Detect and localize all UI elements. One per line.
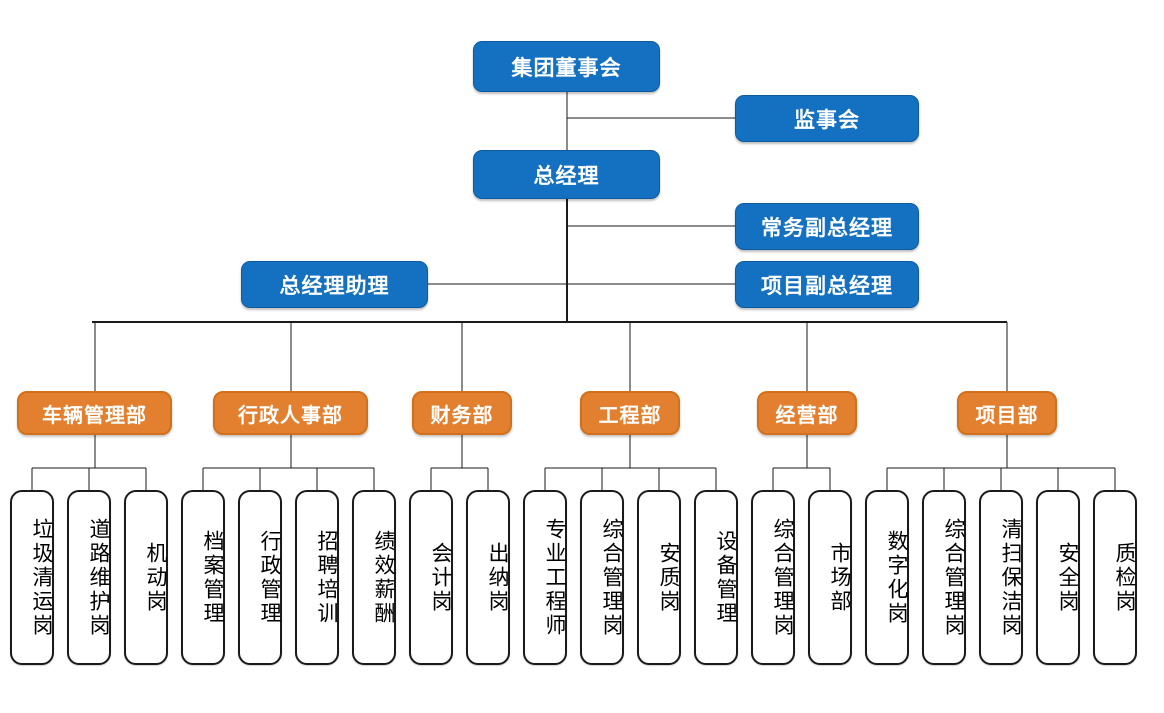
- node-position[interactable]: 综合管理岗: [922, 490, 966, 665]
- node-label: 安全岗: [1056, 541, 1079, 614]
- node-label: 工程部: [598, 404, 662, 427]
- node-label: 绩效薪酬: [372, 529, 395, 626]
- node-label: 设备管理: [714, 529, 737, 626]
- node-label: 质检岗: [1113, 541, 1136, 614]
- node-position[interactable]: 绩效薪酬: [352, 490, 396, 665]
- node-position[interactable]: 安质岗: [637, 490, 681, 665]
- node-position[interactable]: 机动岗: [124, 490, 168, 665]
- node-label: 安质岗: [657, 541, 680, 614]
- node-position[interactable]: 档案管理: [181, 490, 225, 665]
- node-label: 数字化岗: [885, 529, 908, 626]
- node-position[interactable]: 市场部: [808, 490, 852, 665]
- node-supervisory-board[interactable]: 监事会: [735, 95, 919, 142]
- node-label: 行政管理: [258, 529, 281, 626]
- node-department-admin-hr[interactable]: 行政人事部: [213, 391, 368, 435]
- node-board-of-directors[interactable]: 集团董事会: [473, 41, 660, 92]
- node-position[interactable]: 招聘培训: [295, 490, 339, 665]
- node-general-manager[interactable]: 总经理: [473, 150, 660, 199]
- node-label: 市场部: [828, 541, 851, 614]
- node-label: 综合管理岗: [600, 517, 623, 638]
- node-department-vehicle[interactable]: 车辆管理部: [17, 391, 172, 435]
- node-label: 车辆管理部: [42, 404, 147, 427]
- node-position[interactable]: 行政管理: [238, 490, 282, 665]
- node-position[interactable]: 会计岗: [409, 490, 453, 665]
- node-label: 总经理: [533, 164, 600, 188]
- node-executive-vice-general-manager[interactable]: 常务副总经理: [735, 203, 919, 250]
- node-position[interactable]: 垃圾清运岗: [10, 490, 54, 665]
- node-position[interactable]: 综合管理岗: [751, 490, 795, 665]
- node-label: 监事会: [794, 108, 860, 132]
- node-position[interactable]: 专业工程师: [523, 490, 567, 665]
- node-label: 财务部: [430, 404, 494, 427]
- node-position[interactable]: 质检岗: [1093, 490, 1137, 665]
- node-label: 出纳岗: [486, 541, 509, 614]
- node-label: 垃圾清运岗: [30, 517, 53, 638]
- node-position[interactable]: 清扫保洁岗: [979, 490, 1023, 665]
- node-label: 经营部: [775, 404, 839, 427]
- node-label: 项目副总经理: [761, 274, 893, 298]
- node-position[interactable]: 出纳岗: [466, 490, 510, 665]
- node-label: 档案管理: [201, 529, 224, 626]
- node-position[interactable]: 道路维护岗: [67, 490, 111, 665]
- node-project-vice-general-manager[interactable]: 项目副总经理: [735, 261, 919, 308]
- node-label: 项目部: [975, 404, 1039, 427]
- node-position[interactable]: 设备管理: [694, 490, 738, 665]
- node-label: 行政人事部: [238, 404, 343, 427]
- node-department-project[interactable]: 项目部: [957, 391, 1057, 435]
- node-position[interactable]: 数字化岗: [865, 490, 909, 665]
- node-label: 机动岗: [144, 541, 167, 614]
- node-department-engineering[interactable]: 工程部: [580, 391, 680, 435]
- node-label: 总经理助理: [279, 274, 390, 298]
- node-label: 集团董事会: [511, 56, 622, 80]
- node-general-manager-assistant[interactable]: 总经理助理: [241, 261, 428, 308]
- node-label: 道路维护岗: [87, 517, 110, 638]
- node-department-operations[interactable]: 经营部: [757, 391, 857, 435]
- node-department-finance[interactable]: 财务部: [412, 391, 512, 435]
- node-label: 清扫保洁岗: [999, 517, 1022, 638]
- node-label: 综合管理岗: [942, 517, 965, 638]
- node-label: 综合管理岗: [771, 517, 794, 638]
- node-label: 招聘培训: [315, 529, 338, 626]
- node-position[interactable]: 安全岗: [1036, 490, 1080, 665]
- node-label: 常务副总经理: [761, 216, 893, 240]
- node-position[interactable]: 综合管理岗: [580, 490, 624, 665]
- node-label: 专业工程师: [543, 517, 566, 638]
- node-label: 会计岗: [429, 541, 452, 614]
